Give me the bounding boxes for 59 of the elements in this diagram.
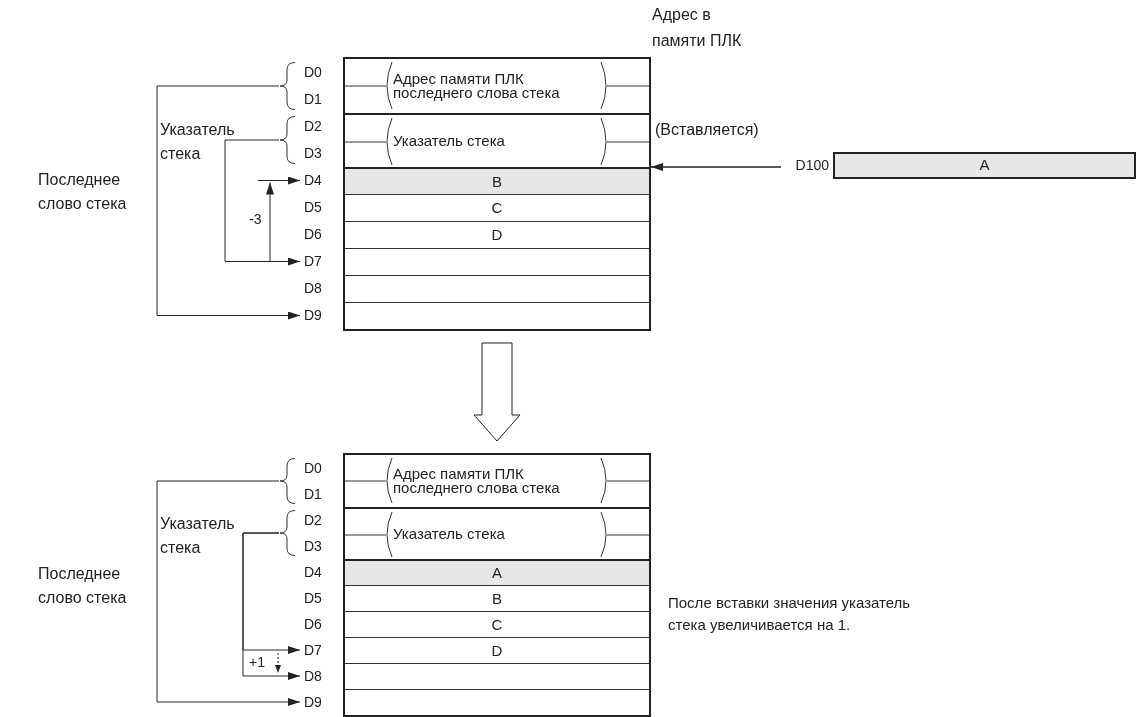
row-address: D6 [300, 611, 336, 637]
row-address: D3 [300, 140, 336, 167]
caption: Последнее слово стека [38, 564, 128, 608]
pointer-caption: Указатель стека [160, 514, 236, 558]
arrow [224, 139, 301, 266]
cell-text: A [492, 565, 502, 581]
row-address: D2 [300, 113, 336, 140]
curly-brace [279, 510, 296, 556]
memory-table [343, 453, 651, 717]
memory-address-heading: Адрес в памяти ПЛК [652, 5, 743, 51]
cell-text: B [492, 173, 502, 190]
insert-note: (Вставляется) [655, 120, 760, 140]
pointer-caption: Указатель стека [160, 120, 236, 164]
row-address: D6 [300, 221, 336, 248]
cell-text: Указатель стека [393, 134, 506, 148]
curly-brace [279, 458, 296, 504]
caption: Последнее слово стека [38, 170, 128, 214]
row-address: D7 [300, 637, 336, 663]
offset-label: -3 [249, 210, 263, 228]
cell-text: C [491, 616, 503, 633]
memory-cell [345, 113, 649, 167]
memory-table [343, 57, 651, 331]
row-address: D4 [300, 559, 336, 585]
cell-text: C [491, 200, 503, 216]
block-arrow [473, 342, 521, 442]
arrow [156, 480, 301, 706]
row-address: D1 [300, 481, 336, 507]
row-address: D1 [300, 86, 336, 113]
curly-brace [279, 62, 296, 110]
memory-cell [345, 507, 649, 559]
arrow [242, 532, 301, 680]
cell-text: Указатель стека [393, 527, 506, 541]
row-address: D4 [300, 167, 336, 194]
arrow [650, 163, 782, 171]
cell-text: D [491, 227, 503, 243]
cell-text: Адрес памяти ПЛК последнего слова стека [393, 467, 561, 495]
row-address: D9 [300, 689, 336, 715]
row-address: D5 [300, 194, 336, 221]
row-address: D7 [300, 248, 336, 275]
cell-text: D [491, 642, 503, 659]
cell-text: Адрес памяти ПЛК последнего слова стека [393, 72, 561, 100]
note: После вставки значения указатель стека увеличивается на 1. [668, 593, 912, 635]
row-address: D0 [300, 455, 336, 481]
arrow [156, 85, 301, 320]
curly-brace [279, 116, 296, 164]
arrow [257, 176, 301, 185]
memory-cell [345, 167, 649, 194]
row-address: D8 [300, 663, 336, 689]
row-address: D0 [300, 59, 336, 86]
memory-cell [345, 559, 649, 585]
source-address: D100 [781, 152, 831, 179]
row-address: D8 [300, 275, 336, 302]
cell-text: B [492, 590, 502, 607]
row-address: D2 [300, 507, 336, 533]
row-address: D3 [300, 533, 336, 559]
offset-label: +1 [249, 654, 266, 670]
row-address: D5 [300, 585, 336, 611]
value-box: A [833, 152, 1136, 179]
row-address: D9 [300, 302, 336, 329]
